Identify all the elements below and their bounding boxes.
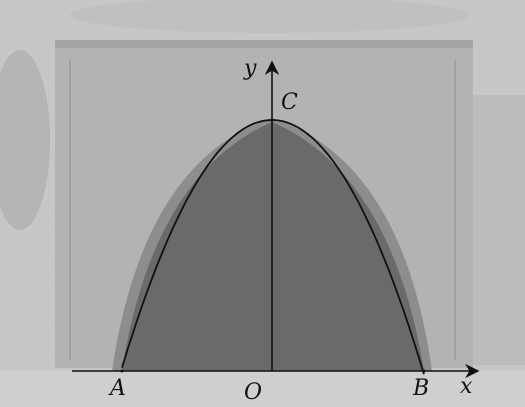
point-b-marker — [422, 369, 426, 373]
label-y-axis: y — [244, 56, 257, 81]
label-origin-o: O — [244, 380, 263, 405]
label-x-axis: x — [460, 374, 473, 399]
label-point-b: B — [413, 376, 430, 401]
rock-shadow-top — [70, 0, 470, 33]
point-c-marker — [270, 118, 274, 122]
portal-wall-top-edge — [55, 40, 473, 48]
label-point-a: A — [110, 376, 126, 401]
label-point-c: C — [281, 90, 298, 115]
rock-shadow-left — [0, 50, 50, 230]
point-a-marker — [120, 369, 124, 373]
ground — [0, 371, 525, 407]
side-pillar — [470, 95, 525, 365]
